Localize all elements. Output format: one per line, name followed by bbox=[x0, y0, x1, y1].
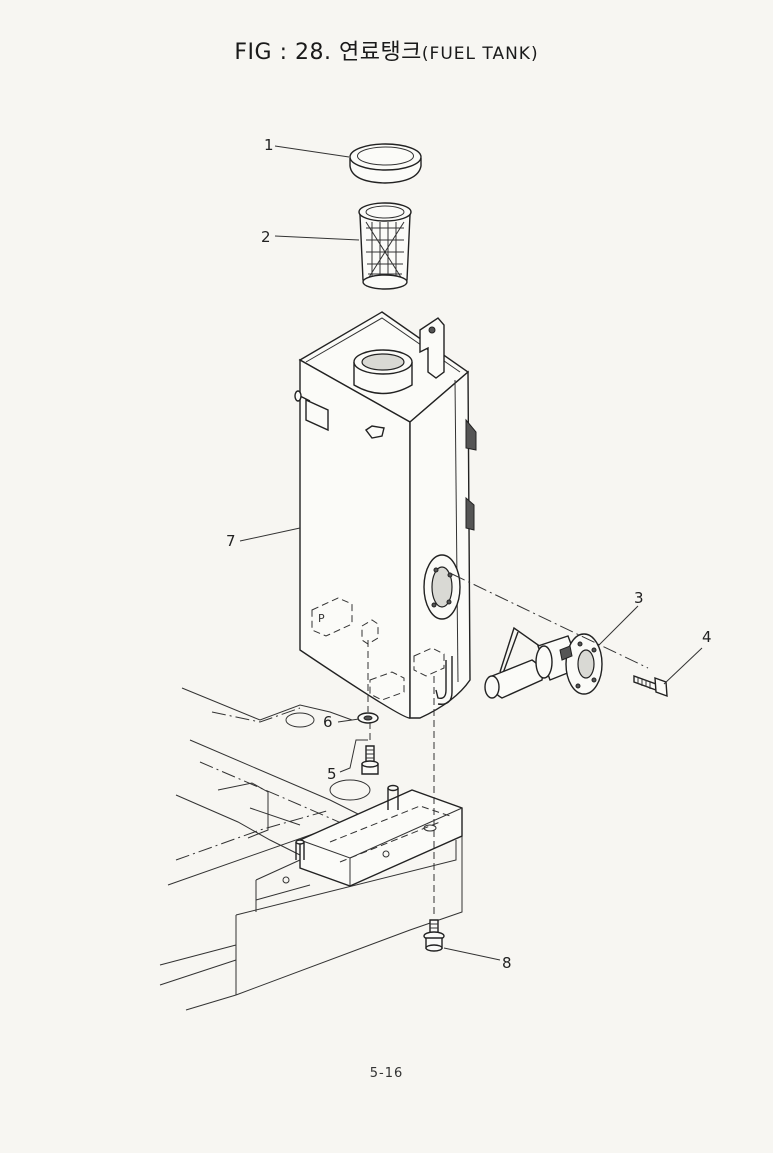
callout-5: 5 bbox=[327, 765, 337, 783]
leader-lines bbox=[239, 145, 703, 961]
callout-7: 7 bbox=[226, 532, 236, 550]
figure-title-main: FIG : 28. 연료탱크 bbox=[234, 40, 422, 65]
fuel-strainer bbox=[358, 202, 412, 290]
callout-4: 4 bbox=[702, 628, 712, 646]
callout-8: 8 bbox=[502, 954, 512, 972]
callout-6: 6 bbox=[323, 713, 333, 731]
callout-1: 1 bbox=[264, 136, 274, 154]
fuel-level-sender bbox=[484, 626, 603, 699]
page-number: 5-16 bbox=[369, 1066, 404, 1081]
assembly-lines bbox=[367, 573, 649, 918]
fuel-tank-body bbox=[294, 311, 477, 719]
bolt bbox=[361, 745, 379, 775]
washer bbox=[357, 712, 379, 724]
callout-2: 2 bbox=[261, 228, 271, 246]
figure-title: FIG : 28. 연료탱크(FUEL TANK) bbox=[0, 34, 773, 66]
bottom-bolt bbox=[423, 919, 445, 952]
figure-title-suffix: (FUEL TANK) bbox=[421, 44, 539, 64]
sender-screw bbox=[633, 675, 668, 698]
chassis-frame bbox=[159, 687, 463, 1011]
tank-marking-label: P bbox=[318, 612, 325, 625]
fuel-cap bbox=[349, 143, 422, 184]
callout-3: 3 bbox=[634, 589, 644, 607]
